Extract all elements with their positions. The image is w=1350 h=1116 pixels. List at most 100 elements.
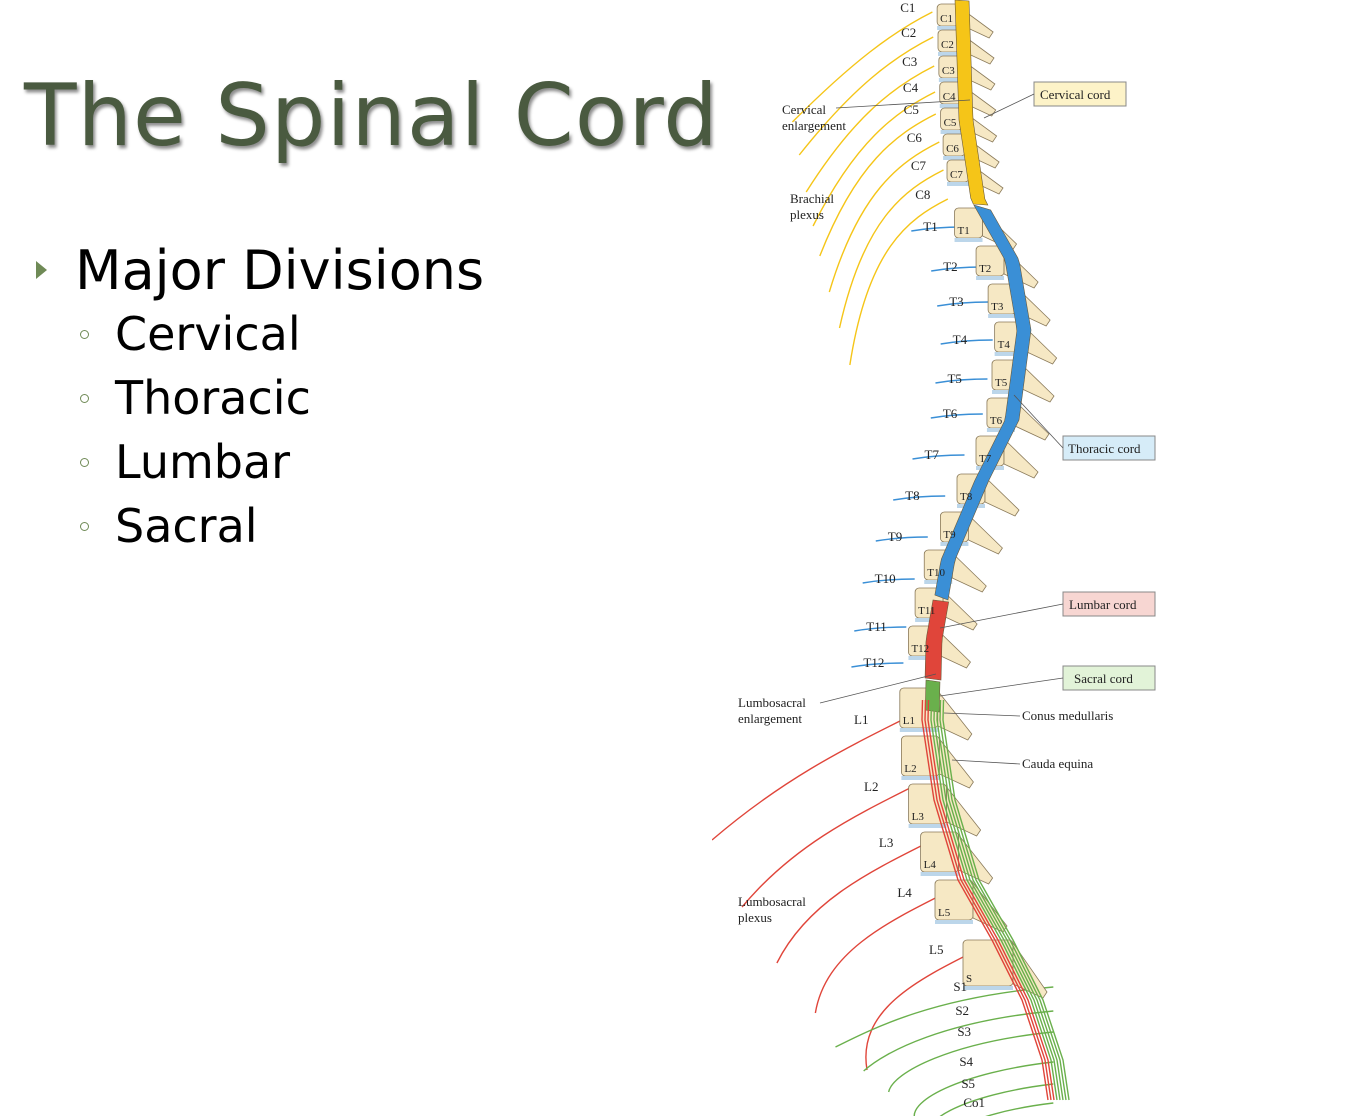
vertebra-label-L3: L3 — [912, 811, 925, 823]
nerve-label-C5: C5 — [904, 102, 919, 117]
nerve-label-T8: T8 — [905, 488, 919, 503]
ring-bullet-icon — [80, 393, 89, 403]
nerve-label-C6: C6 — [907, 130, 923, 145]
spinous-process-T8 — [984, 476, 1020, 517]
nerve-label-L2: L2 — [864, 779, 878, 794]
vertebra-label-T7: T7 — [979, 453, 992, 465]
cauda-equina-strand — [936, 699, 1064, 1101]
spinal-cord-layer — [921, 0, 1070, 1101]
vertebra-label-T9: T9 — [943, 529, 956, 541]
disc-T4 — [994, 352, 1023, 356]
nerve-label-T12: T12 — [863, 655, 884, 670]
ring-bullet-icon — [80, 457, 89, 467]
nerve-label-T2: T2 — [943, 259, 957, 274]
brachial-plexus-label-1: Brachial — [790, 191, 834, 206]
nerve-label-L4: L4 — [897, 885, 912, 900]
cauda-equina-strand — [939, 699, 1067, 1101]
T4-nerve — [940, 339, 993, 345]
nerve-label-S5: S5 — [961, 1076, 975, 1091]
vertebra-label-C4: C4 — [943, 91, 956, 103]
nerve-label-L3: L3 — [879, 835, 893, 850]
vertebra-label-C7: C7 — [950, 169, 963, 181]
cervical-enlargement-label-2: enlargement — [782, 118, 846, 133]
T10-nerve — [862, 578, 915, 584]
nerve-label-C4: C4 — [903, 80, 919, 95]
bullet-major-divisions: Major Divisions — [36, 238, 484, 302]
vertebra-label-C2: C2 — [941, 39, 954, 51]
nerve-label-S1: S1 — [953, 979, 967, 994]
vertebra-label-C5: C5 — [944, 117, 957, 129]
T8-nerve — [893, 495, 946, 501]
vertebra-label-T11: T11 — [918, 605, 935, 617]
labels-layer: C1C2C3C4C5C6C7C8T1T2T3T4T5T6T7T8T9T10T11… — [854, 0, 1010, 1110]
nerve-label-L5: L5 — [929, 942, 943, 957]
nerve-label-T4: T4 — [953, 332, 968, 347]
vertebra-label-C1: C1 — [940, 13, 953, 25]
T3-nerve — [937, 301, 990, 307]
cauda-equina-strand — [942, 699, 1070, 1101]
nerve-label-C7: C7 — [911, 158, 927, 173]
S1-nerve — [835, 986, 1054, 1048]
vertebra-label-T2: T2 — [979, 263, 991, 275]
nerve-label-S2: S2 — [955, 1003, 969, 1018]
T9-nerve — [875, 536, 928, 542]
conus-medullaris-label: Conus medullaris — [1022, 708, 1113, 723]
spinous-process-T7 — [1003, 438, 1039, 479]
L2-nerve — [741, 786, 913, 908]
C3-nerve — [805, 65, 935, 193]
vertebra-label-T4: T4 — [998, 339, 1011, 351]
cervical-cord-box-text: Cervical cord — [1040, 87, 1111, 102]
nerve-label-T10: T10 — [875, 571, 896, 586]
disc-C3 — [938, 78, 961, 82]
disc-L1 — [899, 728, 938, 732]
disc-C5 — [940, 130, 963, 134]
lumbosacral-enlargement-label-1: Lumbosacral — [738, 695, 806, 710]
vertebra-label-T12: T12 — [911, 643, 929, 655]
L5-nerve — [865, 949, 978, 1071]
C7-nerve — [838, 169, 944, 329]
disc-L5 — [935, 920, 973, 924]
lumbosacral-plexus-label-1: Lumbosacral — [738, 894, 806, 909]
leader-lines — [819, 93, 1064, 765]
nerve-label-C3: C3 — [902, 54, 917, 69]
sacral-cord-box-text: Sacral cord — [1074, 671, 1133, 686]
disc-T3 — [988, 314, 1017, 318]
nerve-label-C2: C2 — [901, 25, 916, 40]
nerve-label-T3: T3 — [949, 294, 963, 309]
disc-L3 — [908, 824, 947, 828]
sub-item-sacral: Sacral — [80, 494, 484, 558]
disc-T12 — [908, 656, 937, 660]
disc-C6 — [943, 156, 966, 160]
disc-C1 — [937, 26, 960, 30]
thoracic-cord-box-text: Thoracic cord — [1068, 441, 1141, 456]
C6-nerve — [828, 141, 940, 293]
nerve-label-T7: T7 — [925, 447, 940, 462]
lumbar-cord-box: Lumbar cord — [1062, 591, 1156, 617]
cervical-enlargement-label-1: Cervical — [782, 102, 826, 117]
T7-nerve — [912, 454, 965, 460]
C1-nerve — [791, 11, 933, 123]
nerve-label-T1: T1 — [923, 219, 937, 234]
nerve-label-C1: C1 — [900, 0, 915, 15]
cervical-cord-segment — [954, 0, 989, 206]
cauda-equina-strand — [930, 699, 1058, 1101]
disc-L2 — [901, 776, 940, 780]
T5-nerve — [935, 378, 988, 384]
bullet-text: Major Divisions — [75, 238, 485, 302]
thoracic-cord-box: Thoracic cord — [1062, 435, 1156, 461]
bullet-list: Major Divisions Cervical Thoracic Lumbar… — [36, 238, 484, 558]
lumbosacral-enlargement-label-2: enlargement — [738, 711, 802, 726]
S5-nerve — [939, 1083, 1054, 1116]
S4-nerve — [913, 1061, 1054, 1116]
L4-nerve — [814, 892, 946, 1014]
ring-bullet-icon — [80, 521, 89, 531]
spinous-process-T9 — [968, 514, 1003, 555]
ring-bullet-icon — [80, 329, 89, 339]
C2-nerve — [798, 36, 934, 156]
vertebra-label-T8: T8 — [960, 491, 973, 503]
sub-bullet-list: Cervical Thoracic Lumbar Sacral — [36, 302, 484, 558]
nerve-label-S3: S3 — [957, 1024, 971, 1039]
cauda-equina-label: Cauda equina — [1022, 756, 1093, 771]
thoracic-cord-segment — [934, 204, 1032, 601]
S2-nerve — [863, 1010, 1054, 1072]
